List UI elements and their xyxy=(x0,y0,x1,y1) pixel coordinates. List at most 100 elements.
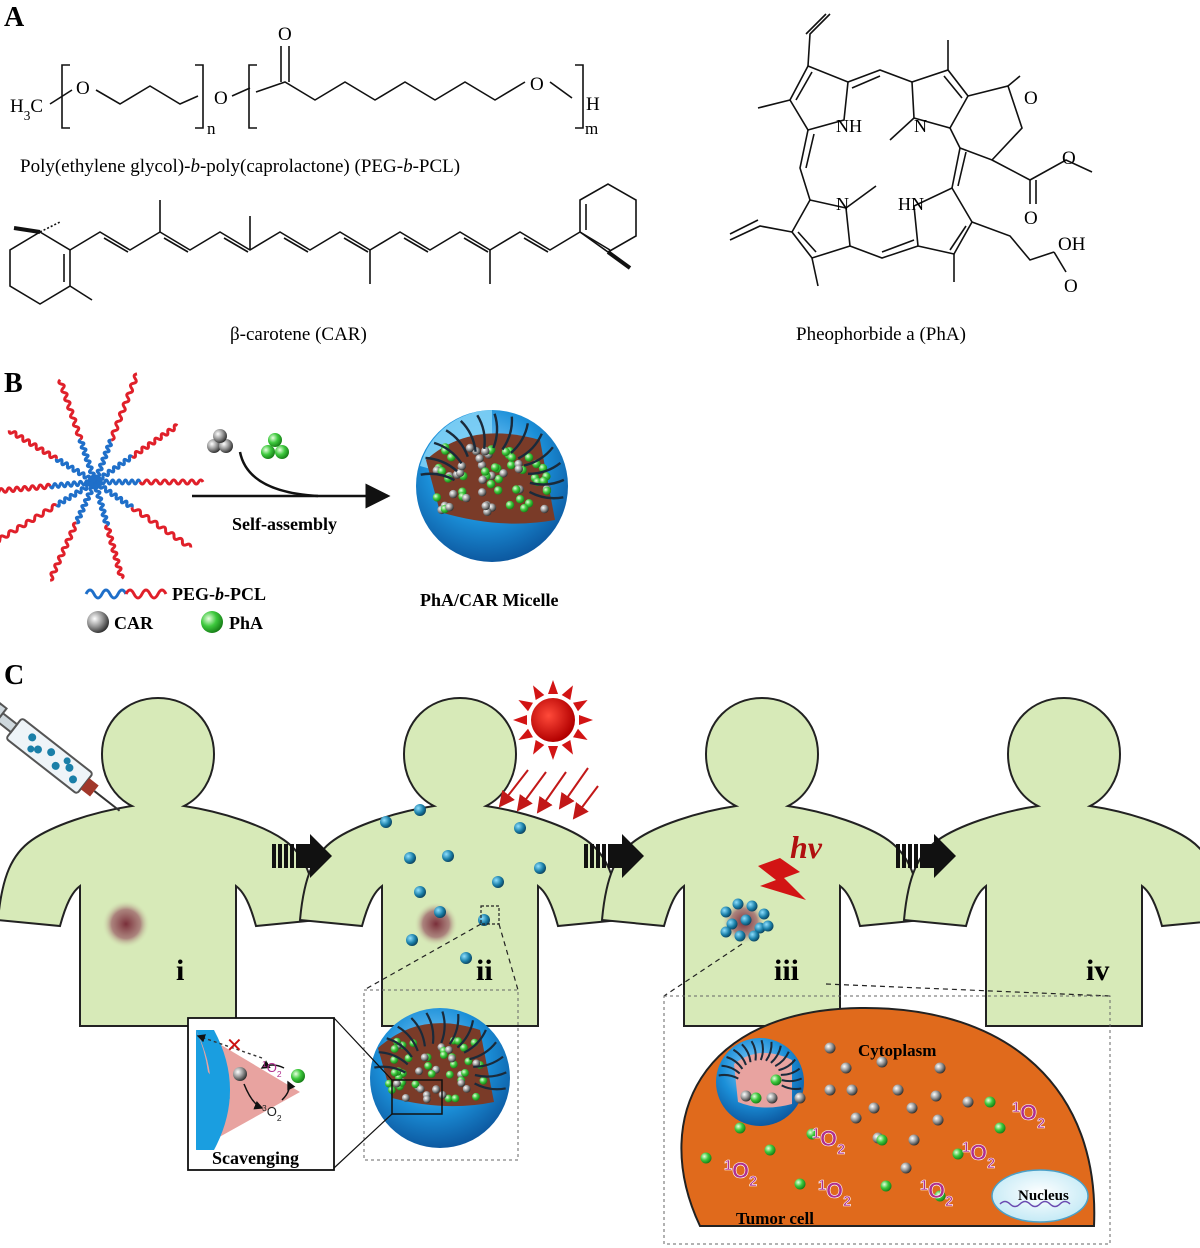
tumor-ii xyxy=(414,902,458,946)
singlet-oxygen-label: 1O2 xyxy=(1012,1100,1045,1132)
pcl-h: H xyxy=(586,94,600,115)
pha-cluster xyxy=(261,433,289,459)
legend-polymer-label: PEG-b-PCL xyxy=(172,584,266,604)
zoom-lines-iii xyxy=(663,943,1111,997)
stage-label-ii: ii xyxy=(476,954,493,987)
micelle-dot xyxy=(720,926,732,938)
car-particle xyxy=(930,1090,942,1102)
carotene-structure xyxy=(9,183,637,305)
car-particle xyxy=(962,1096,974,1108)
car-particle xyxy=(892,1084,904,1096)
micelle-dot xyxy=(414,804,426,816)
syringe-icon xyxy=(0,702,121,812)
micelle-dot xyxy=(434,906,446,918)
pcl-carbonyl-o: O xyxy=(278,24,292,45)
micelle-dot xyxy=(740,914,752,926)
zoom-box-ii xyxy=(480,905,500,925)
peg-n: n xyxy=(207,119,216,138)
micelle-dot xyxy=(748,930,760,942)
pha-particle xyxy=(770,1074,782,1086)
micelle-b-corona xyxy=(420,413,565,500)
pha-caption: Pheophorbide a (PhA) xyxy=(796,324,966,345)
pha-acid-o: O xyxy=(1064,276,1078,297)
inset-small-box xyxy=(391,1079,443,1115)
scavenge-triplet: 3O2 xyxy=(262,1103,282,1123)
pha-particle xyxy=(750,1092,762,1104)
scavenge-singlet: 1O2 xyxy=(262,1059,282,1079)
pha-ester-o1: O xyxy=(1062,148,1076,169)
stage-arrows xyxy=(272,834,956,878)
hv-label: hv xyxy=(790,829,823,865)
body-1 xyxy=(0,696,320,1027)
legend-pha-ball xyxy=(201,611,223,633)
pcl-o3: O xyxy=(530,74,544,95)
pha-particle xyxy=(984,1096,996,1108)
tumor-i xyxy=(102,900,150,948)
micelle-dot xyxy=(726,918,738,930)
peg-o2: O xyxy=(214,88,228,109)
pha-particle xyxy=(934,1190,946,1202)
polymer-chains xyxy=(0,372,205,582)
legend-car-ball xyxy=(87,611,109,633)
pcl-m: m xyxy=(585,119,598,138)
car-particle xyxy=(906,1102,918,1114)
micelle-dot xyxy=(732,898,744,910)
pha-particle xyxy=(952,1148,964,1160)
car-particle xyxy=(766,1092,778,1104)
pha-particle xyxy=(794,1178,806,1190)
micelle-label: PhA/CAR Micelle xyxy=(420,590,558,610)
sun-icon xyxy=(498,680,599,820)
micelle-dot xyxy=(720,906,732,918)
pheophorbide-structure xyxy=(729,13,1093,287)
micelle-dot xyxy=(404,852,416,864)
car-particle xyxy=(846,1084,858,1096)
car-particle xyxy=(824,1042,836,1054)
micelle-zoom xyxy=(370,1008,510,1148)
micelle-b-core xyxy=(432,443,552,516)
scavenging-inset: ✕ 1O2 3O2 Scavenging xyxy=(187,1017,335,1171)
peg-h3c: H3C xyxy=(10,96,43,123)
self-assembly-label: Self-assembly xyxy=(232,514,337,534)
singlet-oxygen-label: 1O2 xyxy=(920,1178,953,1210)
pha-particle xyxy=(734,1122,746,1134)
micelle-dot xyxy=(380,816,392,828)
singlet-oxygen-label: 1O2 xyxy=(962,1140,995,1172)
legend-pha-label: PhA xyxy=(229,613,263,633)
pha-n2: N xyxy=(836,194,849,214)
zoom-panel-iii xyxy=(663,995,1111,1245)
body-3 xyxy=(600,696,924,1027)
micelle-b xyxy=(416,410,568,562)
scavenging-label: Scavenging xyxy=(212,1148,299,1168)
singlet-oxygen-label: 1O2 xyxy=(724,1158,757,1190)
singlet-oxygen-label: 1O2 xyxy=(818,1178,851,1210)
singlet-oxygen-label: 1O2 xyxy=(812,1126,845,1158)
micelle-dot xyxy=(406,934,418,946)
car-particle xyxy=(876,1056,888,1068)
cell-particles xyxy=(700,1042,1006,1202)
nucleus-label: Nucleus xyxy=(1018,1188,1069,1204)
lightning-icon xyxy=(758,858,806,900)
micelle-dot xyxy=(460,952,472,964)
inset-connectors xyxy=(333,1017,393,1169)
legend-car-label: CAR xyxy=(114,613,154,633)
legend-polymer-swatch xyxy=(84,588,168,600)
micelle-dot xyxy=(758,908,770,920)
body-4 xyxy=(902,696,1200,1027)
body-2 xyxy=(298,696,622,1027)
car-particle xyxy=(868,1102,880,1114)
car-particle xyxy=(794,1092,806,1104)
car-cluster xyxy=(207,429,233,453)
micelle-dot xyxy=(746,900,758,912)
panel-label-b: B xyxy=(4,368,23,399)
peg-o1: O xyxy=(76,78,90,99)
bodies xyxy=(0,696,1200,1027)
car-particle xyxy=(932,1114,944,1126)
blocked-x-icon: ✕ xyxy=(226,1035,243,1057)
cytoplasm-label: Cytoplasm xyxy=(858,1041,936,1060)
micelle-dot xyxy=(734,930,746,942)
car-particle xyxy=(908,1134,920,1146)
pha-particle xyxy=(700,1152,712,1164)
pha-particle xyxy=(880,1180,892,1192)
car-particle xyxy=(934,1062,946,1074)
carotene-caption: β-carotene (CAR) xyxy=(230,324,367,345)
